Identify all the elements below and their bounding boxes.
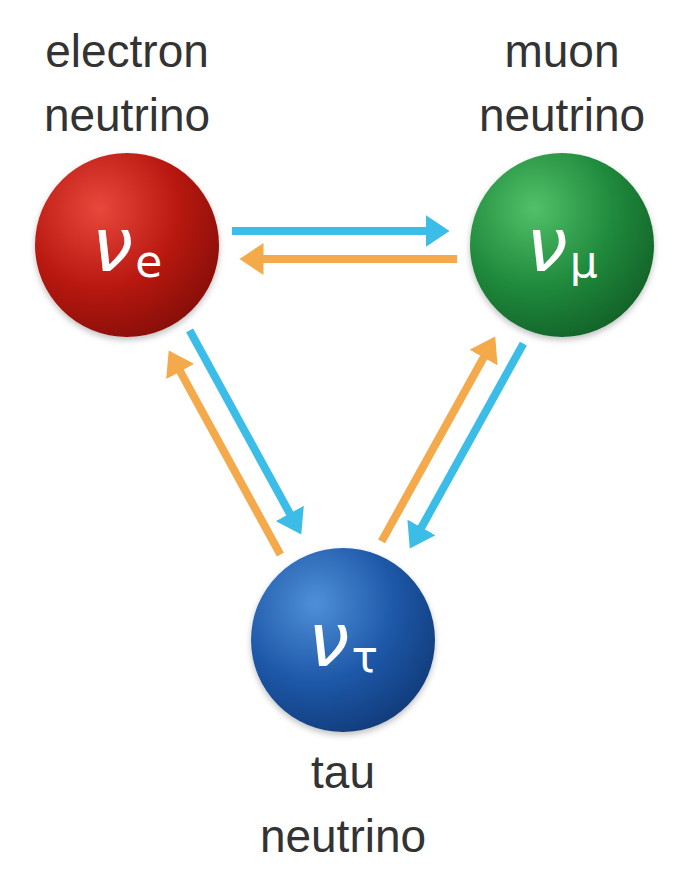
node-label: muon neutrino	[442, 19, 682, 147]
tau-neutrino-sphere: tau neutrinoντ	[251, 548, 435, 732]
oscillation-arrow	[413, 344, 524, 543]
oscillation-arrow	[382, 342, 493, 541]
oscillation-arrow	[246, 255, 457, 263]
node-label: electron neutrino	[7, 19, 247, 147]
neutrino-symbol: νe	[35, 153, 219, 337]
oscillation-arrow	[232, 227, 443, 235]
neutrino-symbol: ντ	[251, 548, 435, 732]
neutrino-symbol: νμ	[470, 153, 654, 337]
node-label: tau neutrino	[223, 740, 463, 868]
electron-neutrino-sphere: electron neutrinoνe	[35, 153, 219, 337]
oscillation-arrow	[190, 330, 299, 529]
oscillation-arrow	[172, 356, 281, 555]
muon-neutrino-sphere: muon neutrinoνμ	[470, 153, 654, 337]
